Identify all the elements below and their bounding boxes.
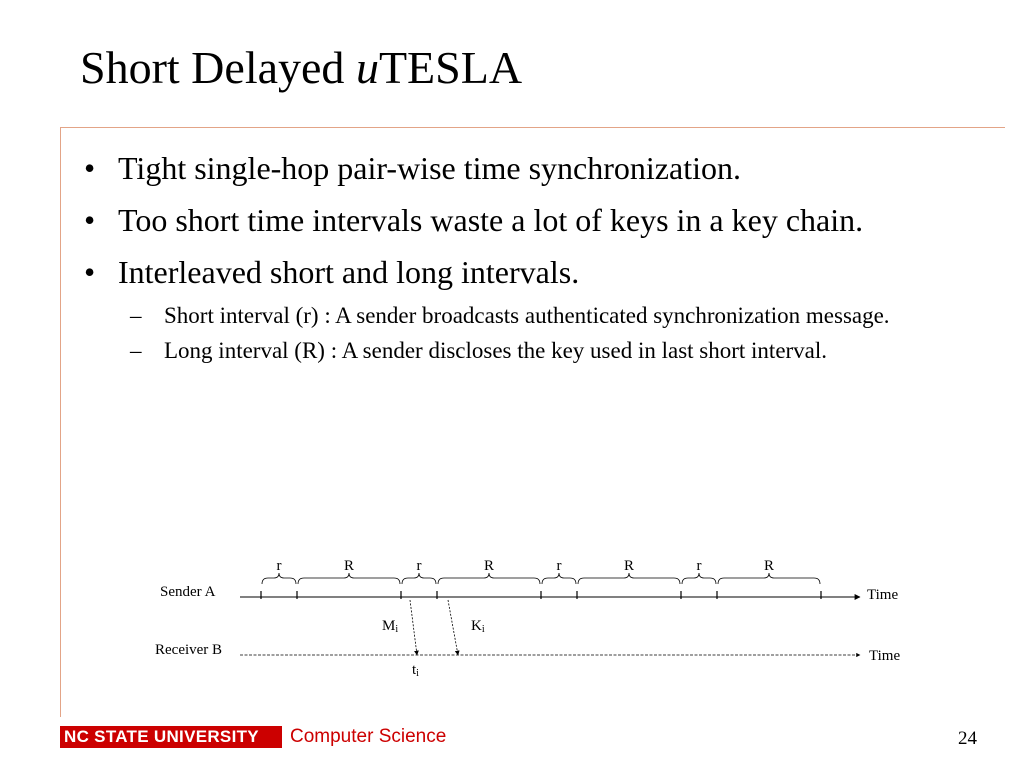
sender-ticks: [260, 591, 822, 599]
bullet-glyph: •: [84, 150, 96, 186]
interval-labels: r R r R r R r R: [277, 558, 775, 574]
bullet-list: • Tight single-hop pair-wise time synchr…: [82, 146, 982, 370]
sender-label: Sender A: [160, 584, 216, 600]
interval-label-R: R: [484, 558, 494, 574]
interval-label-R: R: [344, 558, 354, 574]
brace: [297, 572, 401, 585]
message-subscript: i: [395, 624, 398, 635]
receiver-time-label: Time: [869, 648, 900, 664]
sub-bullet-item: – Short interval (r) : A sender broadcas…: [82, 300, 984, 331]
interval-label-r: r: [277, 558, 282, 574]
timeline-diagram: r R r R r R r R Sender A Time Mi Ki: [155, 558, 900, 679]
bullet-text: Too short time intervals waste a lot of …: [118, 202, 864, 238]
dash-glyph: –: [130, 338, 142, 363]
bullet-text: Tight single-hop pair-wise time synchron…: [118, 150, 741, 186]
bullet-text: Interleaved short and long intervals.: [118, 254, 580, 290]
interval-label-R: R: [624, 558, 634, 574]
sub-bullet-text: Long interval (R) : A sender discloses t…: [164, 338, 828, 363]
bullet-item: • Tight single-hop pair-wise time synchr…: [82, 146, 982, 190]
message-label: Mi: [382, 618, 398, 635]
brace: [437, 572, 541, 585]
brace: [717, 572, 821, 585]
interval-label-R: R: [764, 558, 774, 574]
key-letter: K: [471, 618, 482, 634]
brace: [261, 572, 297, 585]
key-arrow: [447, 599, 460, 656]
brace: [401, 572, 437, 585]
department-name: Computer Science: [290, 726, 447, 747]
title-suffix: TESLA: [378, 42, 523, 93]
page-number: 24: [958, 728, 977, 749]
receiver-label: Receiver B: [155, 642, 222, 658]
key-label: Ki: [471, 618, 485, 635]
interval-label-r: r: [417, 558, 422, 574]
title-italic-u: u: [355, 42, 379, 93]
brace: [681, 572, 717, 585]
bullet-glyph: •: [84, 254, 96, 290]
brace: [541, 572, 577, 585]
header-divider: [60, 127, 1005, 128]
interval-braces: [261, 572, 821, 585]
university-logo: NC STATE UNIVERSITY: [60, 726, 282, 748]
interval-label-r: r: [697, 558, 702, 574]
left-divider: [60, 127, 61, 717]
sub-bullet-item: – Long interval (R) : A sender discloses…: [82, 335, 984, 366]
key-subscript: i: [482, 624, 485, 635]
title-prefix: Short Delayed: [80, 42, 356, 93]
bullet-glyph: •: [84, 202, 96, 238]
dash-glyph: –: [130, 303, 142, 328]
slide-title: Short Delayed uTESLA: [80, 38, 522, 98]
interval-label-r: r: [557, 558, 562, 574]
sub-bullet-text: Short interval (r) : A sender broadcasts…: [164, 303, 890, 328]
message-letter: M: [382, 618, 395, 634]
receive-subscript: i: [416, 668, 419, 679]
receive-time-label: ti: [412, 662, 419, 679]
receive-letter: t: [412, 662, 417, 678]
sender-time-label: Time: [867, 587, 898, 603]
brace: [577, 572, 681, 585]
bullet-item: • Interleaved short and long intervals.: [82, 250, 982, 294]
message-arrow: [409, 599, 419, 656]
bullet-item: • Too short time intervals waste a lot o…: [82, 198, 982, 242]
